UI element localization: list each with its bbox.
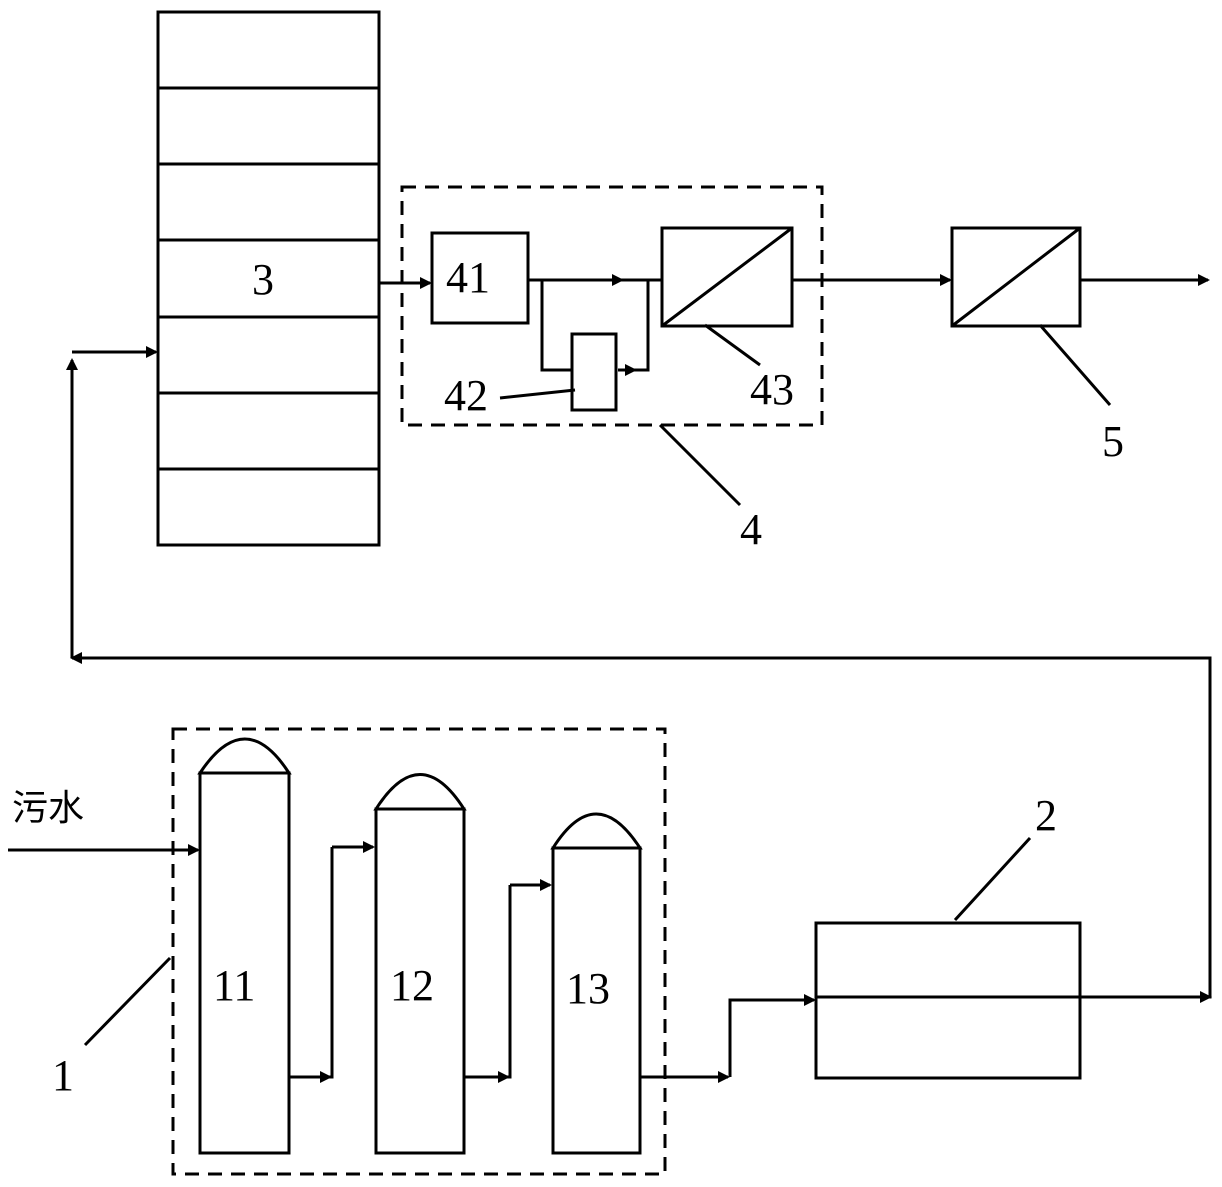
- unit-43-label: 43: [750, 365, 794, 414]
- unit-1-label: 1: [52, 1051, 74, 1100]
- unit-3-stacked-tank: 3: [156, 10, 381, 547]
- bypass-return-riser: [635, 280, 650, 372]
- return-loop-right: [100, 656, 1212, 999]
- unit-2-leader: [953, 836, 1032, 922]
- unit-12-label: 12: [390, 961, 434, 1010]
- unit-5-membrane: [950, 226, 1082, 328]
- unit-2-label: 2: [1035, 791, 1057, 840]
- unit-42-label: 42: [444, 371, 488, 420]
- unit-5-label: 5: [1102, 417, 1124, 466]
- unit-41-box: 41: [430, 231, 530, 325]
- unit-43-membrane: [660, 226, 794, 328]
- unit-4-leader: [658, 423, 742, 507]
- unit-4-group-outline: [400, 185, 824, 427]
- unit-13-label: 13: [566, 964, 610, 1013]
- unit-3-label: 3: [252, 255, 274, 304]
- unit-12-column: 12: [373, 773, 467, 1155]
- unit-13-column: 13: [550, 812, 643, 1155]
- unit-5-leader: [1038, 324, 1112, 406]
- unit-11-label: 11: [213, 961, 255, 1010]
- unit-11-column: 11: [197, 737, 292, 1155]
- inlet-label: 污水: [12, 788, 84, 829]
- unit-2-box: [814, 921, 1082, 1080]
- flow-11-to-12: [289, 847, 334, 1079]
- unit-42-box: [570, 332, 618, 412]
- unit-4-label: 4: [740, 505, 762, 554]
- bypass-line-to-42: [540, 280, 572, 372]
- flow-12-to-13: [464, 885, 512, 1079]
- unit-43-leader: [704, 323, 761, 367]
- unit-1-leader: [83, 956, 172, 1047]
- unit-42-leader: [499, 388, 576, 400]
- unit-41-label: 41: [446, 253, 490, 302]
- flow-13-to-2: [728, 998, 814, 1077]
- unit-1-group-outline: [171, 727, 667, 1176]
